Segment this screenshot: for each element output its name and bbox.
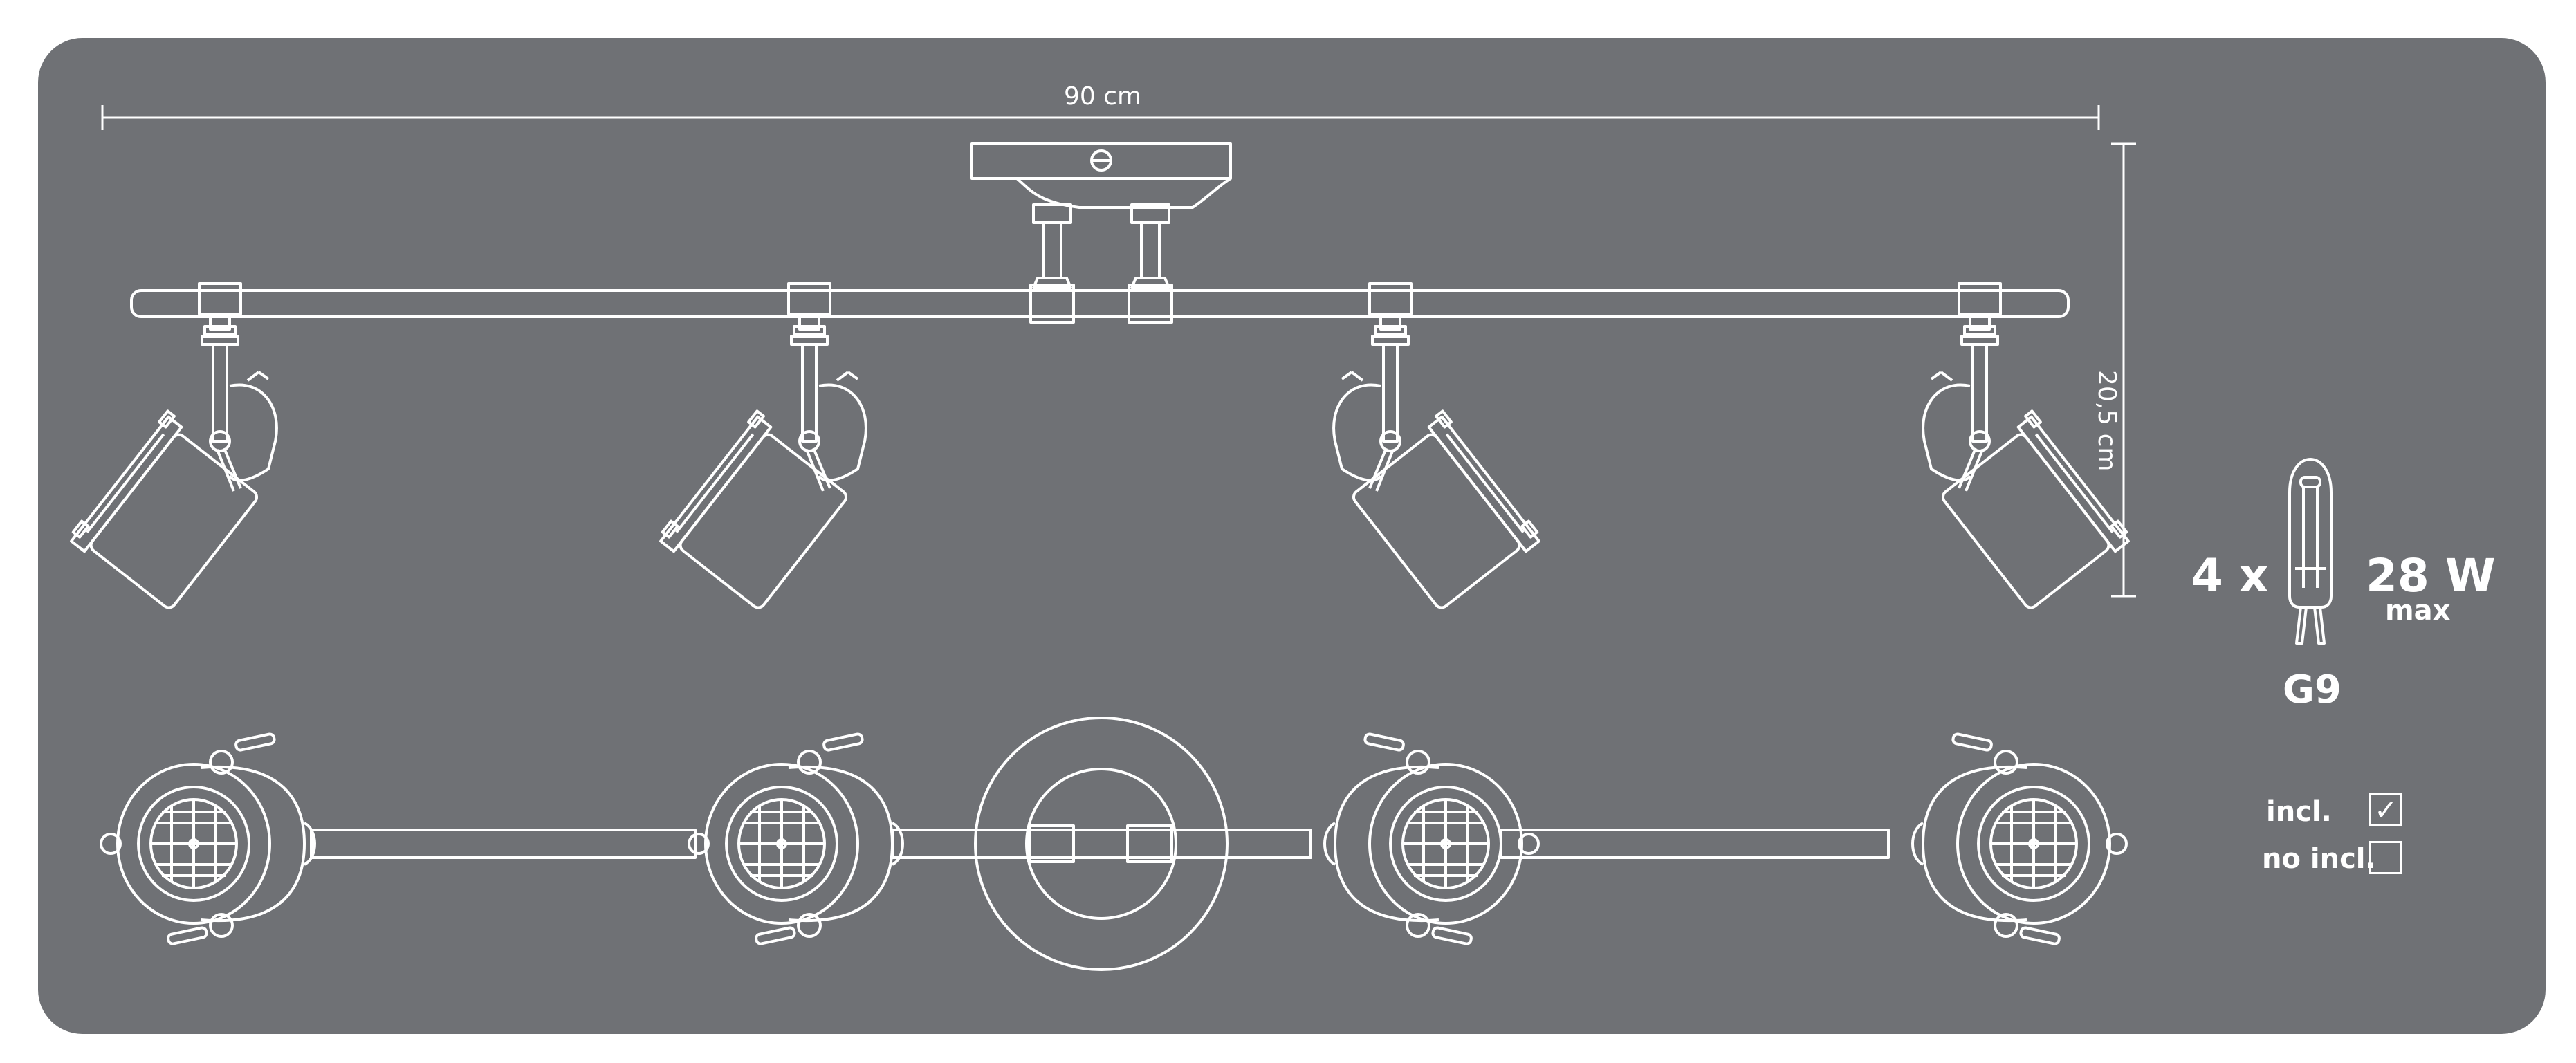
- top-view-drawing: [310, 717, 1890, 971]
- front-view-drawing: [130, 142, 2070, 324]
- bulb-wattage-qualifier: max: [2385, 595, 2451, 627]
- legend-not-included-checkbox: [2369, 841, 2402, 874]
- bulb-socket-label: G9: [2283, 667, 2342, 712]
- front-view-spot-1: [66, 282, 278, 617]
- front-view-spot-2: [656, 282, 867, 617]
- front-view-spot-3: [1332, 282, 1544, 617]
- product-panel: [38, 38, 2546, 1034]
- top-view-spot-4: [1911, 732, 2128, 946]
- bulb-wattage-label: 28 W: [2366, 549, 2496, 602]
- legend-not-included-label: no incl.: [2262, 843, 2376, 875]
- height-dimension-label: 20,5 cm: [2092, 370, 2121, 472]
- g9-halogen-bulb-icon: [2288, 458, 2333, 645]
- checkmark-icon: ✓: [2374, 795, 2398, 826]
- top-view-spot-3: [1323, 732, 1540, 946]
- top-view-spot-2: [688, 732, 904, 946]
- bulb-quantity-label: 4 x: [2191, 549, 2269, 602]
- width-dimension-line: [101, 105, 2100, 130]
- legend-included-checkbox: ✓: [2369, 793, 2402, 826]
- width-dimension-label: 90 cm: [1063, 82, 1142, 111]
- height-dimension-line: [2111, 142, 2136, 598]
- top-view-spot-1: [100, 732, 316, 946]
- legend-included-label: incl.: [2266, 796, 2332, 828]
